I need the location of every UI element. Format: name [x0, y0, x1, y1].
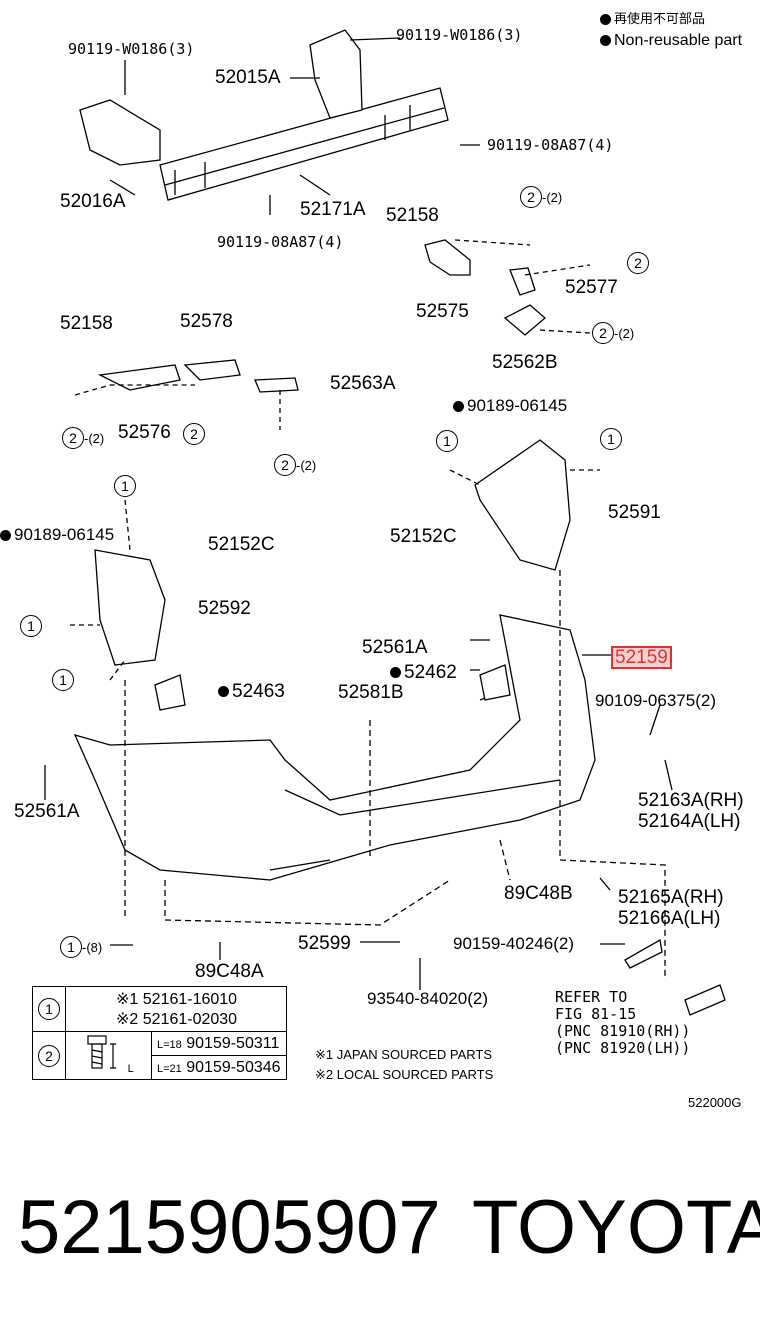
label-52577: 52577 — [565, 277, 618, 298]
bracket-52015a — [309, 29, 363, 119]
circle-1-d: 1 — [20, 615, 42, 637]
label-pnc-rh: (PNC 81910(RH)) — [555, 1022, 691, 1040]
label-52015a: 52015A — [215, 67, 281, 88]
circle-2-a: 2-(2) — [520, 186, 562, 208]
label-refer-to: REFER TO — [555, 988, 628, 1006]
table-90159-50346: 90159-50346 — [186, 1058, 281, 1076]
label-52171a: 52171A — [300, 199, 366, 220]
label-52163a-rh: 52163A(RH) — [638, 790, 744, 811]
label-52158-left: 52158 — [60, 313, 113, 334]
label-90119-08a87-right: 90119-08A87(4) — [487, 136, 614, 154]
cover-52463 — [154, 674, 186, 711]
label-52599: 52599 — [298, 933, 351, 954]
footer-part-number: 5215905907 — [18, 1185, 441, 1270]
legend-jp: 再使用不可部品 — [600, 12, 705, 26]
cover-52462 — [479, 664, 511, 701]
retainer-52592 — [94, 549, 166, 666]
circle-2-c: 2-(2) — [592, 322, 634, 344]
note-japan-sourced: ※1 JAPAN SOURCED PARTS — [315, 1047, 493, 1062]
bracket-52562b — [503, 304, 546, 336]
table-r1-a: ※1 52161-16010 — [116, 991, 238, 1008]
label-pnc-lh: (PNC 81920(LH)) — [555, 1039, 691, 1057]
figure-code: 522000G — [688, 1095, 742, 1110]
label-52159-highlight: 52159 — [611, 646, 672, 669]
circle-1-f: 1-(8) — [60, 936, 102, 958]
label-90119-w0186-right: 90119-W0186(3) — [396, 26, 523, 44]
label-89c48a: 89C48A — [195, 961, 264, 982]
diagram-lines — [44, 29, 726, 1016]
circle-2-b: 2 — [627, 252, 649, 274]
bracket-52576 — [97, 364, 181, 391]
label-52576: 52576 — [118, 422, 171, 443]
circle-2-f: 2-(2) — [274, 454, 316, 476]
circle-1-b: 1 — [600, 428, 622, 450]
label-52562b: 52562B — [492, 352, 558, 373]
label-fig: FIG 81-15 — [555, 1005, 637, 1023]
label-52592: 52592 — [198, 598, 251, 619]
label-52158-right: 52158 — [386, 205, 439, 226]
bolt-dim-l: L — [127, 1063, 134, 1075]
footer-brand: TOYOTA — [472, 1185, 760, 1270]
parts-diagram: 再使用不可部品 Non-reusable part 90119-W0186(3)… — [0, 12, 744, 1110]
label-90189-06145-left: 90189-06145 — [0, 526, 114, 543]
label-90159-40246: 90159-40246(2) — [453, 934, 574, 953]
circle-2-d: 2-(2) — [62, 427, 104, 449]
bracket-52577 — [509, 267, 536, 296]
table-l18: L=18 — [157, 1038, 182, 1051]
label-52152c-right: 52152C — [390, 526, 457, 547]
label-90119-08a87-bottom: 90119-08A87(4) — [217, 233, 344, 251]
circle-1-c: 1 — [114, 475, 136, 497]
table-l21: L=21 — [157, 1062, 182, 1075]
label-90109-06375: 90109-06375(2) — [595, 691, 716, 710]
table-r1-b: ※2 52161-02030 — [116, 1011, 238, 1028]
table-circle-1: 1 — [38, 998, 60, 1020]
grommet — [684, 984, 726, 1016]
bumper-cover — [73, 614, 596, 881]
circle-1-e: 1 — [52, 669, 74, 691]
label-52561a-left: 52561A — [14, 801, 80, 822]
label-90119-w0186-left: 90119-W0186(3) — [68, 40, 195, 58]
label-52164a-lh: 52164A(LH) — [638, 811, 741, 832]
bracket-52578 — [183, 359, 241, 381]
label-52591: 52591 — [608, 502, 661, 523]
label-52462: 52462 — [390, 663, 457, 682]
note-local-sourced: ※2 LOCAL SOURCED PARTS — [315, 1067, 494, 1082]
label-52581b: 52581B — [338, 682, 404, 703]
circle-2-e: 2 — [183, 423, 205, 445]
table-circle-2: 2 — [38, 1044, 60, 1067]
label-93540-84020: 93540-84020(2) — [367, 989, 488, 1008]
circle-1-a: 1 — [436, 430, 458, 452]
label-52152c-left: 52152C — [208, 534, 275, 555]
label-52165a-rh: 52165A(RH) — [618, 887, 724, 908]
label-52463: 52463 — [218, 682, 285, 701]
label-52561a-right: 52561A — [362, 637, 428, 658]
label-52563a: 52563A — [330, 373, 396, 394]
reflector — [624, 938, 663, 969]
label-52016a: 52016A — [60, 191, 126, 212]
retainer-52591 — [474, 439, 571, 571]
label-89c48b: 89C48B — [504, 883, 573, 904]
table-90159-50311: 90159-50311 — [186, 1034, 280, 1052]
bracket-52575 — [424, 239, 471, 276]
bracket-52563a — [254, 377, 299, 393]
reference-table: 1 ※1 52161-16010 ※2 52161-02030 2 L L=18… — [32, 986, 287, 1080]
bolt-icon — [87, 1035, 117, 1069]
label-52578: 52578 — [180, 311, 233, 332]
legend-en: Non-reusable part — [600, 33, 742, 49]
label-52575: 52575 — [416, 301, 469, 322]
bracket-52016a — [79, 99, 161, 166]
label-90189-06145-right: 90189-06145 — [453, 397, 567, 414]
reinforcement-beam — [159, 87, 449, 201]
label-52166a-lh: 52166A(LH) — [618, 908, 721, 929]
